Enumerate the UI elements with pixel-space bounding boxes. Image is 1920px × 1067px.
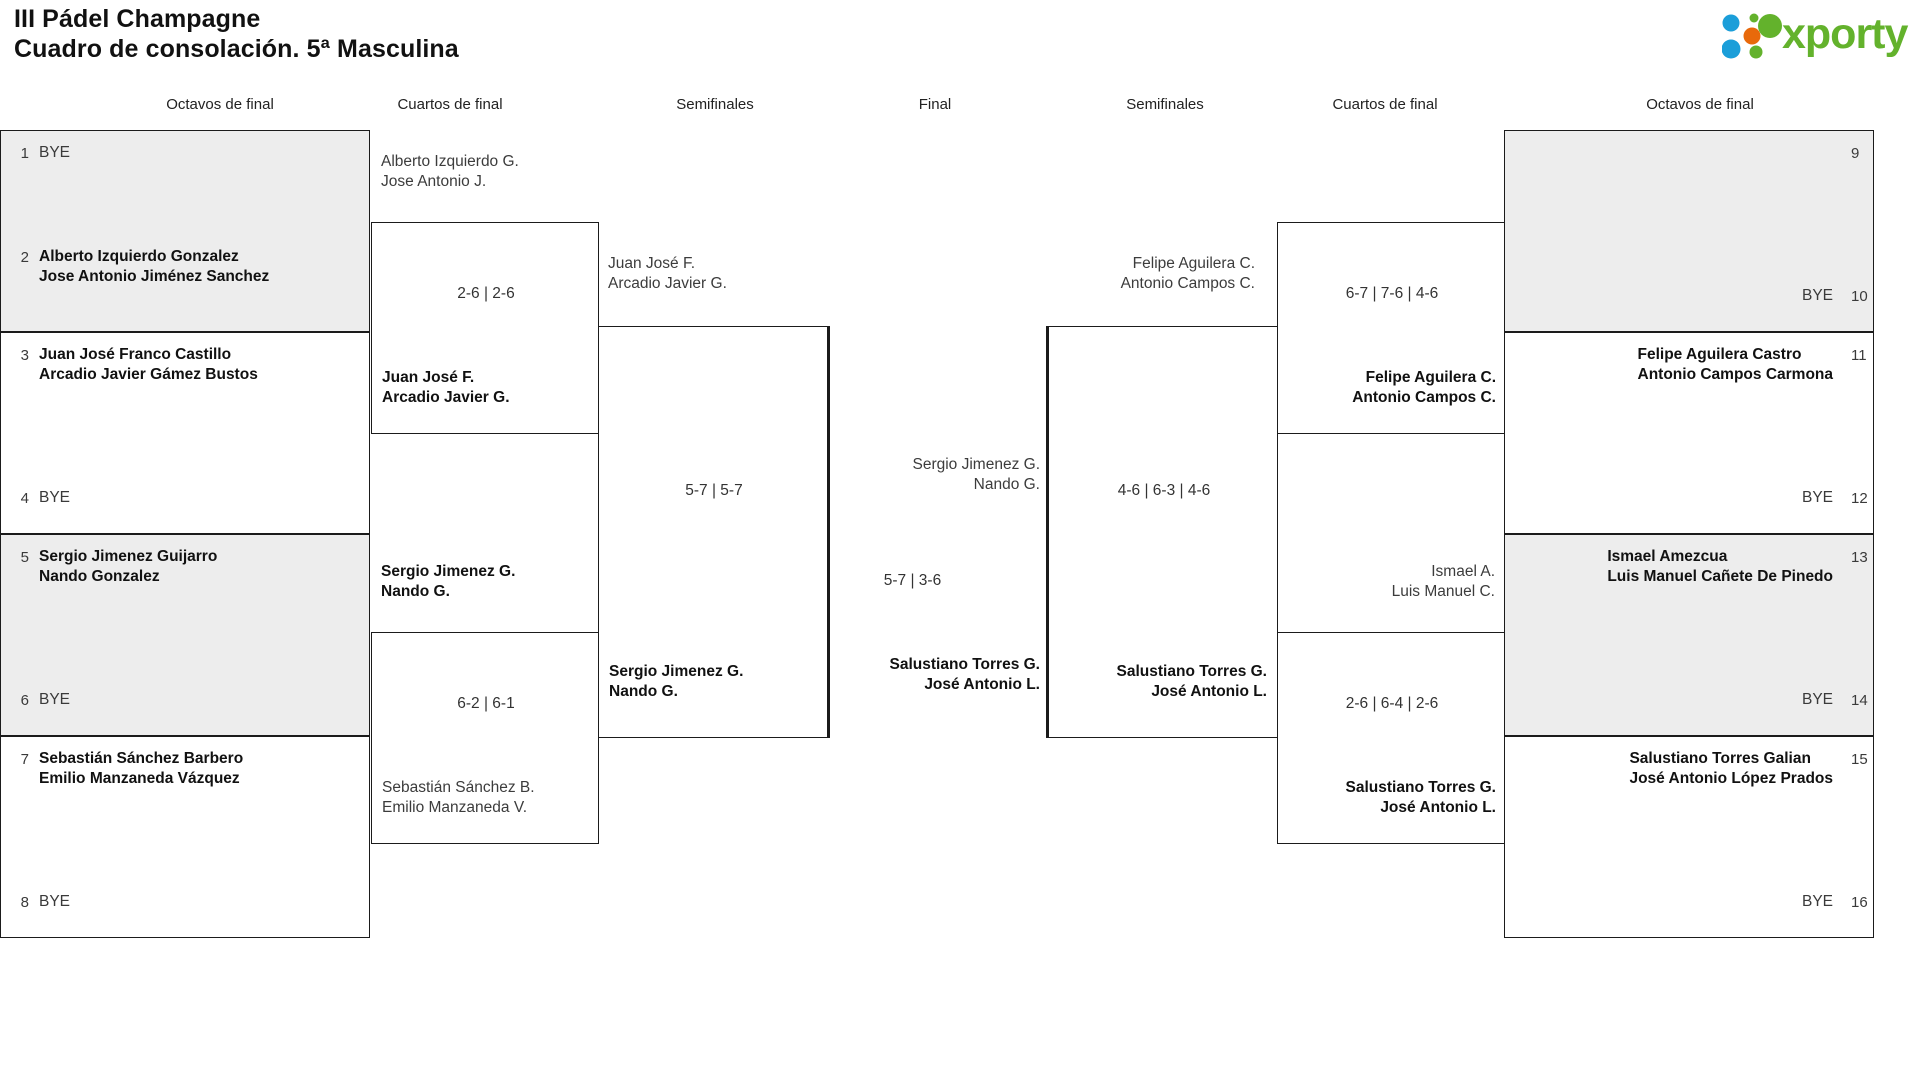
round-header-semis-right: Semifinales	[1126, 96, 1204, 113]
qf-left-1-bottom-team: Juan José F.Arcadio Javier G.	[382, 369, 510, 406]
r16-slot-9[interactable]: 9	[1505, 143, 1873, 163]
xporty-logo[interactable]: xporty	[1722, 8, 1912, 62]
qf-left-match-1[interactable]: 2-6 | 2-6 Juan José F.Arcadio Javier G.	[371, 222, 599, 434]
team-name: BYE	[39, 144, 71, 161]
seed-number: 14	[1851, 692, 1868, 709]
qf-right-match-2[interactable]: 2-6 | 6-4 | 2-6 Salustiano Torres G.José…	[1277, 632, 1505, 844]
team-name: BYE	[39, 489, 71, 506]
seed-number: 3	[20, 347, 29, 364]
seed-number: 15	[1851, 751, 1868, 768]
qf-right-2-top-team: Ismael A.Luis Manuel C.	[1391, 563, 1495, 600]
round-header-final: Final	[918, 96, 952, 113]
sf-right-bottom-team: Salustiano Torres G.José Antonio L.	[1116, 663, 1267, 700]
seed-number: 10	[1851, 288, 1868, 305]
team-name: BYE	[1801, 893, 1833, 910]
r16-slot-4[interactable]: 4 BYE	[1, 488, 369, 508]
sf-left-score: 5-7 | 5-7	[685, 482, 743, 499]
r16-slot-12[interactable]: 12 BYE	[1505, 488, 1873, 508]
team-name: BYE	[1801, 287, 1833, 304]
seed-number: 1	[20, 145, 29, 162]
qf-right-match-1[interactable]: 6-7 | 7-6 | 4-6 Felipe Aguilera C.Antoni…	[1277, 222, 1505, 434]
logo-wordmark: xporty	[1782, 10, 1908, 58]
seed-number: 8	[20, 894, 29, 911]
page-title: III Pádel Champagne Cuadro de consolació…	[14, 4, 459, 64]
round-header-octavos-right: Octavos de final	[1646, 96, 1754, 113]
seed-number: 4	[20, 490, 29, 507]
final-bottom-team: Salustiano Torres G.José Antonio L.	[889, 656, 1040, 693]
team-name: BYE	[1801, 489, 1833, 506]
tournament-name: III Pádel Champagne	[14, 5, 261, 33]
sf-right-match[interactable]: 4-6 | 6-3 | 4-6 Salustiano Torres G.José…	[1048, 326, 1278, 738]
sf-right-top-team: Felipe Aguilera C.Antonio Campos C.	[1120, 255, 1255, 292]
r16-slot-16[interactable]: 16 BYE	[1505, 892, 1873, 912]
team-name: BYE	[39, 691, 71, 708]
final-top-team: Sergio Jimenez G.Nando G.	[912, 456, 1041, 493]
round-header-octavos-left: Octavos de final	[166, 96, 274, 113]
r16-slot-14[interactable]: 14 BYE	[1505, 690, 1873, 710]
seed-number: 5	[20, 549, 29, 566]
qf-left-2-score: 6-2 | 6-1	[457, 695, 515, 712]
bracket-subtitle: Cuadro de consolación. 5ª Masculina	[14, 35, 459, 63]
sf-left-top-team: Juan José F.Arcadio Javier G.	[608, 255, 727, 292]
qf-right-1-score: 6-7 | 7-6 | 4-6	[1345, 285, 1439, 302]
qf-left-1-top-team: Alberto Izquierdo G.Jose Antonio J.	[381, 153, 519, 190]
final-score: 5-7 | 3-6	[883, 572, 942, 589]
seed-number: 7	[20, 751, 29, 768]
qf-right-1-bottom-team: Felipe Aguilera C.Antonio Campos C.	[1352, 369, 1496, 406]
final-left-edge	[828, 326, 830, 738]
logo-dots-icon	[1722, 13, 1782, 59]
qf-left-2-bottom-team: Sebastián Sánchez B.Emilio Manzaneda V.	[382, 779, 535, 816]
qf-left-2-top-team: Sergio Jimenez G.Nando G.	[381, 563, 516, 600]
seed-number: 12	[1851, 490, 1868, 507]
round-header-cuartos-left: Cuartos de final	[397, 96, 503, 113]
sf-left-match[interactable]: 5-7 | 5-7 Sergio Jimenez G.Nando G.	[598, 326, 828, 738]
sf-right-score: 4-6 | 6-3 | 4-6	[1117, 482, 1211, 499]
seed-number: 6	[20, 692, 29, 709]
seed-number: 13	[1851, 549, 1868, 566]
qf-left-match-2[interactable]: 6-2 | 6-1 Sebastián Sánchez B.Emilio Man…	[371, 632, 599, 844]
r16-match-5[interactable]: 9 10 BYE	[1504, 130, 1874, 332]
r16-slot-10[interactable]: 10 BYE	[1505, 286, 1873, 306]
r16-slot-1[interactable]: 1 BYE	[1, 143, 369, 163]
sf-left-bottom-team: Sergio Jimenez G.Nando G.	[609, 663, 744, 700]
round-header-semis-left: Semifinales	[676, 96, 754, 113]
seed-number: 2	[20, 249, 29, 266]
seed-number: 16	[1851, 894, 1868, 911]
seed-number: 9	[1851, 145, 1860, 162]
round-header-cuartos-right: Cuartos de final	[1332, 96, 1438, 113]
qf-left-1-score: 2-6 | 2-6	[457, 285, 515, 302]
qf-right-2-bottom-team: Salustiano Torres G.José Antonio L.	[1345, 779, 1496, 816]
r16-slot-8[interactable]: 8 BYE	[1, 892, 369, 912]
final-right-edge	[1046, 326, 1048, 738]
team-name: BYE	[1801, 691, 1833, 708]
r16-slot-6[interactable]: 6 BYE	[1, 690, 369, 710]
qf-right-2-score: 2-6 | 6-4 | 2-6	[1345, 695, 1439, 712]
seed-number: 11	[1851, 347, 1867, 364]
team-name: BYE	[39, 893, 71, 910]
